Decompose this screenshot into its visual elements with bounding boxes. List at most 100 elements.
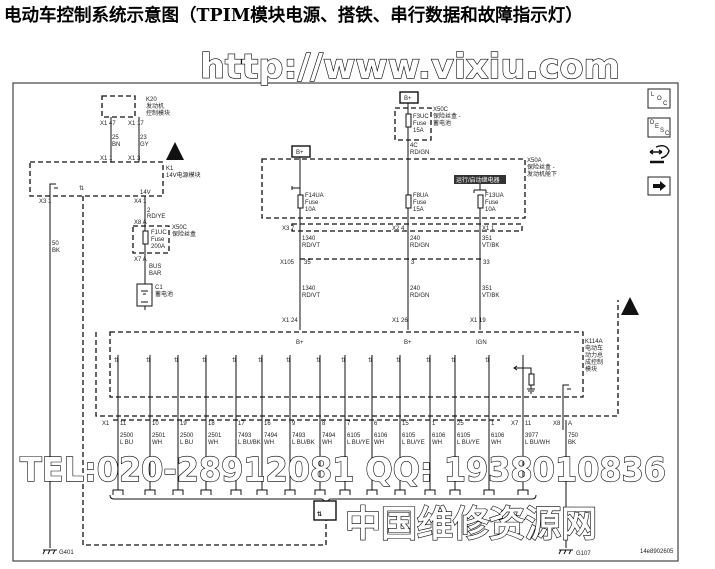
diagram-label: X8 [553,421,561,427]
diagram-label: X50C [172,225,188,231]
wire-color: L BU/WH [525,440,550,446]
diagram-label: 351 [482,286,493,292]
ground-label: G401 [59,550,74,556]
diagram-frame [12,82,679,562]
diagram-label: BK [52,248,60,254]
diagram-label: RD/VT [302,243,320,249]
loc-letter: C [663,101,668,107]
diagram-label: BAR [149,271,162,277]
serial-data-arrows-icon: ⇅ [316,358,321,364]
pin-label: 11 [525,421,532,427]
wire-number: 2501 [152,433,166,439]
pin-label: 15 [402,421,409,427]
k20-engine-control-module: K20 发动机 控制模块 [101,95,170,118]
diagram-label: 模块 [585,365,597,373]
serial-data-arrows-icon: ⇅ [396,358,401,364]
diagram-line [653,181,666,191]
diagram-label: RD/VT [302,293,320,299]
loc-icon[interactable]: L O C [647,88,671,109]
diagram-label: 240 [410,236,421,242]
diagram-label: B+ [296,340,304,346]
pin-label: X1 1 [100,156,113,162]
serial-data-arrows-icon: ⇅ [341,358,346,364]
wire-color: WH [152,440,162,446]
k1-14v-power-module: K1 14V电源模块 [29,161,201,197]
serial-data-arrows-icon: ⇅ [368,358,373,364]
connector-wiring-icon[interactable] [649,144,670,164]
pin-label: X1 47 [100,121,116,127]
desc-letter: E [655,124,659,130]
diagram-label: X1 19 [470,318,486,324]
watermark-contact: TEL:020-28912081 QQ: 1938010836 [20,450,666,489]
diagram-label: Fuse [305,200,319,206]
wire-label: BN [112,142,120,148]
diagram-label: X4 1 [134,199,147,205]
desc-icon[interactable]: D E S C [647,117,671,138]
serial-data-arrows-icon: ⇅ [258,358,263,364]
diagram-line [291,186,300,190]
pin-label: 19 [180,421,187,427]
pin-label: 11 [120,421,127,427]
diagram-line [101,95,136,118]
next-arrow-icon[interactable] [647,176,671,196]
watermark: http://www.vixiu.com TEL:020-28912081 QQ… [19,46,666,545]
bus-wire-line [284,355,296,495]
wire-number: 2501 [208,433,222,439]
diagram-label: 成控制 [585,358,603,366]
wire-color: L BU/BK [238,440,261,446]
diagram-label: X50A [527,158,542,164]
serial-data-module-icon[interactable] [313,500,337,521]
watermark-site-name: 中国维修资源网 [345,504,597,545]
serial-data-arrows-icon: ⇅ [286,358,291,364]
diagram-label: RD/GN [410,243,429,249]
ground-icon [42,549,57,555]
diagram-label: X2 4 [392,226,405,232]
diagram-label: 控制模块 [146,109,170,117]
diagram-label: X1 26 [392,318,408,324]
diagram-label: 35 [304,260,311,266]
bus-wire-line [256,355,268,495]
diagram-label: F14UA [305,193,324,199]
diagram-label: A [568,421,572,427]
warning-triangle-icon [166,142,184,160]
serial-data-arrows-icon: ⇅ [426,358,431,364]
diagram-label: K20 [146,97,157,103]
diagram-label: F1UC [151,230,167,236]
serial-data-arrows-icon: ⇅ [485,358,490,364]
diagram-label: X3 1 [39,199,52,205]
wire-label: 25 [112,135,119,141]
diagram-label: 蓄电池 [433,119,451,127]
bus-wire-line [144,355,156,495]
k114a-outer-box [95,300,619,417]
diagram-label: VT/BK [482,243,499,249]
diagram-label: X1 24 [282,318,298,324]
diagram-label: 1340 [302,236,316,242]
diagram-line [647,117,671,138]
pin-label: 6 [374,421,378,427]
bus-wire-line [200,355,212,495]
diagram-line [473,184,487,193]
diagram-line [291,223,523,232]
diagram-label: 15A [413,128,424,134]
wire-color: L BU/YE [347,440,370,446]
diagram-line [477,194,484,209]
diagram-label: 发动机 [146,102,164,110]
diagram-label: B+ [404,96,412,102]
diagram-label: C1 [155,285,163,291]
serial-data-arrows-icon: ⇅ [114,358,119,364]
diagram-label: 10A [485,207,496,213]
wire-number: 6105 [457,433,471,439]
bus-wire-line [424,355,436,495]
desc-letter: C [665,131,670,137]
pin-label: 16 [264,421,271,427]
wire-color: WH [432,440,442,446]
serial-data-icon: ⇅ [79,186,84,192]
pin-label: 1 [432,421,436,427]
